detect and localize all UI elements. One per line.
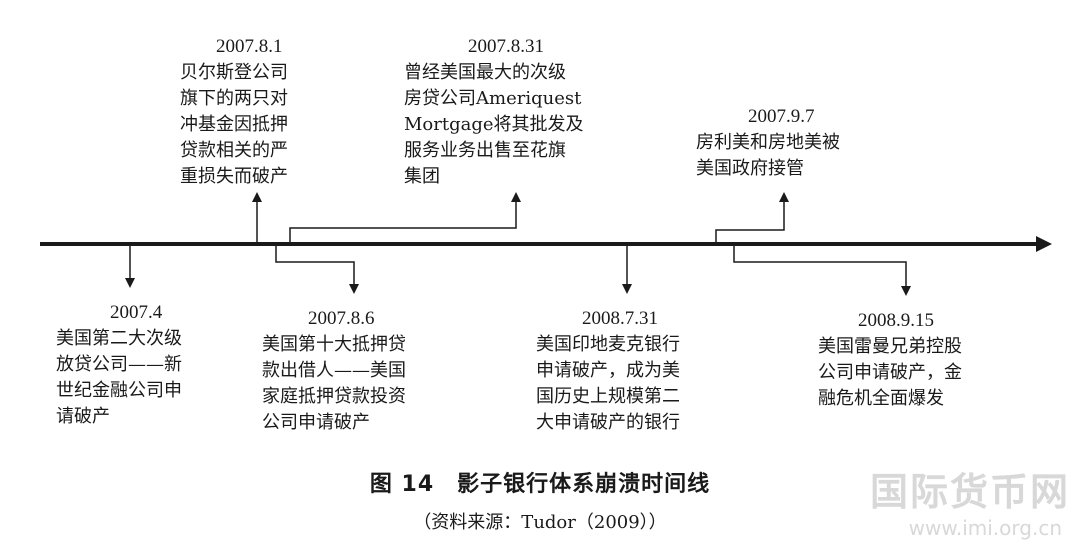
- event-2007-4: 2007.4 美国第二大次级 放贷公司——新 世纪金融公司申 请破产: [56, 300, 226, 430]
- event-2007-8-1: 2007.8.1 贝尔斯登公司 旗下的两只对 冲基金因抵押 贷款相关的严 重损失…: [180, 34, 330, 190]
- event-text: 美国印地麦克银行 申请破产，成为美 国历史上规模第二 大申请破产的银行: [536, 334, 680, 433]
- event-text: 美国第十大抵押贷 款出借人——美国 家庭抵押贷款投资 公司申请破产: [262, 334, 406, 433]
- event-2007-8-6: 2007.8.6 美国第十大抵押贷 款出借人——美国 家庭抵押贷款投资 公司申请…: [262, 306, 452, 436]
- event-2008-9-15: 2008.9.15 美国雷曼兄弟控股 公司申请破产，金 融危机全面爆发: [818, 308, 1018, 412]
- event-text: 曾经美国最大的次级 房贷公司Ameriquest Mortgage将其批发及 服…: [404, 62, 584, 187]
- event-2007-9-7: 2007.9.7 房利美和房地美被 美国政府接管: [696, 104, 886, 182]
- event-date: 2007.8.1: [216, 36, 283, 57]
- timeline-axis-arrowhead: [1036, 236, 1052, 252]
- event-date: 2007.9.7: [748, 106, 815, 127]
- watermark-logo: 国际货币网: [869, 469, 1070, 514]
- event-date: 2008.7.31: [582, 308, 658, 329]
- event-text: 美国雷曼兄弟控股 公司申请破产，金 融危机全面爆发: [818, 336, 962, 409]
- figure-caption: 图 14 影子银行体系崩溃时间线: [369, 472, 711, 497]
- event-text: 贝尔斯登公司 旗下的两只对 冲基金因抵押 贷款相关的严 重损失而破产: [180, 62, 288, 187]
- event-2007-8-31: 2007.8.31 曾经美国最大的次级 房贷公司Ameriquest Mortg…: [404, 34, 614, 190]
- watermark-url: www.imi.org.cn: [908, 516, 1062, 540]
- figure-source: （资料来源：Tudor（2009））: [413, 512, 667, 533]
- event-date: 2007.8.31: [468, 36, 544, 57]
- event-2008-7-31: 2008.7.31 美国印地麦克银行 申请破产，成为美 国历史上规模第二 大申请…: [536, 306, 726, 436]
- connector-2007-8-6: [275, 246, 359, 294]
- event-date: 2007.8.6: [308, 308, 375, 329]
- event-date: 2008.9.15: [858, 310, 934, 331]
- connector-2007-8-31: [289, 192, 521, 242]
- event-text: 美国第二大次级 放贷公司——新 世纪金融公司申 请破产: [56, 328, 182, 427]
- event-text: 房利美和房地美被 美国政府接管: [696, 132, 840, 179]
- connector-2008-9-15: [733, 246, 911, 296]
- event-date: 2007.4: [110, 302, 163, 323]
- connector-2007-9-7: [715, 192, 789, 242]
